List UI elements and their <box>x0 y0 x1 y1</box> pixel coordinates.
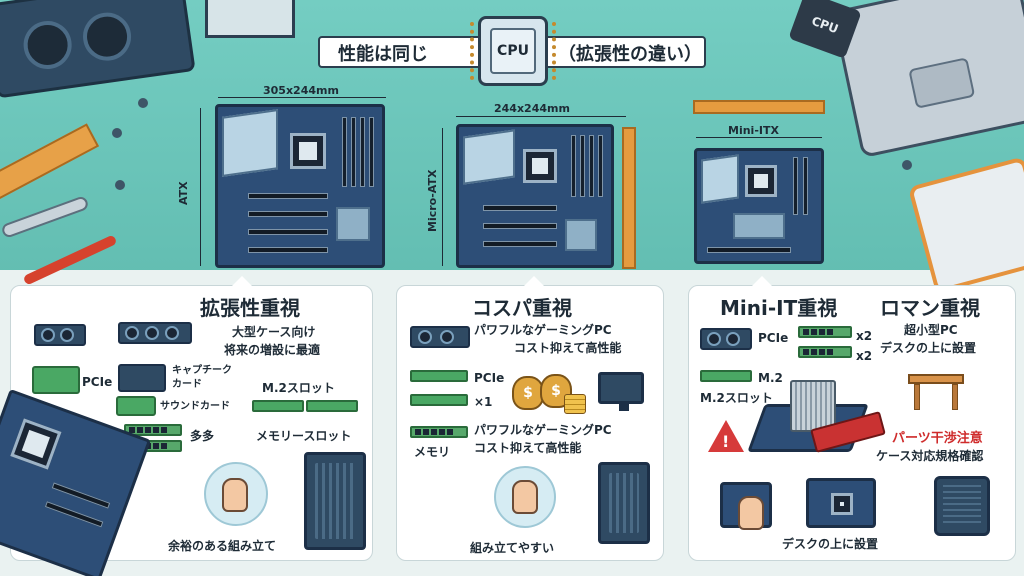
graphics-card-icon <box>34 324 86 346</box>
itx-warning-2: ケース対応規格確認 <box>876 449 984 463</box>
matx-panel-pointer <box>524 276 544 286</box>
mini-itx-case-icon <box>934 476 990 536</box>
itx-x2-b: x2 <box>856 349 873 363</box>
itx-form-label: Mini-ITX <box>728 124 779 137</box>
m2-ssd-icon <box>306 400 358 412</box>
money-symbol: $ <box>523 385 533 401</box>
atx-desc-1: 大型ケース向け <box>232 325 316 339</box>
pc-tower-icon <box>598 462 650 544</box>
matx-desc-1a: パワフルなゲーミングPC <box>474 323 612 337</box>
m2-ssd-icon <box>410 394 468 406</box>
graphics-card-icon <box>700 328 752 350</box>
pcie-card-icon <box>410 370 468 382</box>
hand-icon <box>222 478 248 512</box>
atx-footer: 余裕のある組み立て <box>168 539 277 553</box>
itx-m2-label: M.2 <box>758 371 783 385</box>
itx-warning-1: パーツ干渉注意 <box>892 431 983 446</box>
itx-panel-title-right: ロマン重視 <box>880 296 980 320</box>
memory-stick-icon <box>798 346 852 358</box>
pcie-card-icon <box>32 366 80 394</box>
mini-itx-board-small-icon <box>806 478 876 528</box>
cpu-label: CPU <box>490 28 536 74</box>
itx-pcie-label: PCIe <box>758 331 789 345</box>
screw-icon <box>115 180 125 190</box>
atx-desc-2: 将来の増設に最適 <box>224 343 321 357</box>
matx-dimension-label: 244x244mm <box>494 102 570 115</box>
graphics-card-large-icon <box>118 322 192 344</box>
itx-width-dimension-line <box>696 137 822 138</box>
matx-memory-label: メモリ <box>414 445 451 459</box>
m2-ssd-icon <box>252 400 304 412</box>
itx-desc-1: 超小型PC <box>904 323 958 337</box>
sound-card-icon <box>116 396 156 416</box>
itx-x2-a: x2 <box>856 329 873 343</box>
capture-card-icon <box>118 364 166 392</box>
screw-icon <box>138 98 148 108</box>
screw-icon <box>902 160 912 170</box>
monitor-gamepad-icon <box>598 372 644 411</box>
warning-mark: ! <box>722 432 730 451</box>
pc-tower-icon <box>304 452 366 550</box>
desk-leg <box>914 384 920 410</box>
itx-ruler-icon <box>693 100 825 114</box>
atx-form-label: ATX <box>177 181 190 205</box>
m2-ssd-icon <box>700 370 752 382</box>
matx-form-label: Micro-ATX <box>426 169 439 232</box>
matx-ruler-icon <box>622 127 636 269</box>
desk-icon <box>908 374 964 384</box>
cpu-cooler-icon <box>790 380 836 432</box>
atx-m2-slot-label: M.2スロット <box>262 381 335 395</box>
screw-icon <box>112 128 122 138</box>
matx-desc-1b: コスト抑えて高性能 <box>514 341 622 355</box>
matx-pcie-label: PCIe <box>474 371 505 385</box>
capture-card-label-2: カード <box>172 379 202 390</box>
cpu-chip-icon: CPU <box>478 16 548 86</box>
atx-pcie-label: PCIe <box>82 375 113 389</box>
atx-many-label: 多多 <box>190 429 215 443</box>
memory-stick-icon <box>798 326 852 338</box>
sound-card-label: サウンドカード <box>160 401 230 412</box>
itx-footer: デスクの上に設置 <box>782 537 879 551</box>
money-symbol: $ <box>551 383 561 399</box>
matx-desc-2a: パワフルなゲーミングPC <box>474 423 612 437</box>
matx-width-dimension-line <box>456 116 626 117</box>
memory-stick-icon <box>410 426 468 438</box>
coins-icon <box>564 394 586 414</box>
micro-atx-motherboard-icon <box>456 124 614 268</box>
desk-leg <box>952 384 958 410</box>
atx-width-dimension-line <box>218 97 386 98</box>
atx-dimension-label: 305x244mm <box>263 84 339 97</box>
itx-panel-pointer <box>752 276 772 286</box>
parts-box-prop <box>205 0 295 38</box>
assembly-hand-circle <box>494 466 556 528</box>
matx-height-dimension-line <box>442 128 443 266</box>
matx-desc-2b: コスト抑えて高性能 <box>474 441 582 455</box>
capture-card-label-1: キャプチーク <box>172 365 232 376</box>
atx-panel-title: 拡張性重視 <box>200 296 300 320</box>
itx-desc-2: デスクの上に設置 <box>880 341 977 355</box>
atx-motherboard-icon <box>215 104 385 268</box>
hand-icon <box>512 480 538 514</box>
cpu-prop-label: CPU <box>809 13 841 37</box>
matx-x1-label: ×1 <box>474 395 493 409</box>
title-left-text: 性能は同じ <box>338 44 428 65</box>
atx-height-dimension-line <box>200 108 201 266</box>
matx-footer: 組み立てやすい <box>470 541 555 555</box>
atx-memory-slot-label: メモリースロット <box>256 429 352 443</box>
matx-panel-title: コスパ重視 <box>472 296 572 320</box>
mini-itx-motherboard-icon <box>694 148 824 264</box>
atx-panel-pointer <box>232 276 252 286</box>
cpu-pins <box>470 22 556 80</box>
warning-icon <box>708 420 744 452</box>
itx-panel-title-left: Mini-IT重視 <box>720 296 838 320</box>
graphics-card-icon <box>410 326 470 348</box>
hand-icon <box>738 496 764 530</box>
itx-m2-slot-label: M.2スロット <box>700 391 773 405</box>
title-right-text: （拡張性の違い） <box>558 44 702 65</box>
